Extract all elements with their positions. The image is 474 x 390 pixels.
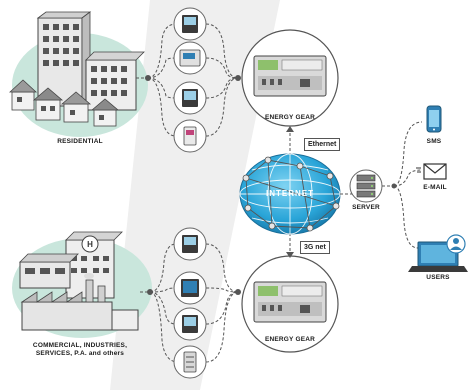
commercial-label-line2: SERVICES, P.A. and others <box>35 350 125 357</box>
user-avatar-icon <box>446 234 466 254</box>
meter-icon <box>173 227 207 261</box>
commercial-meter-links <box>140 243 239 363</box>
users-label: USERS <box>426 274 450 281</box>
arrow-down-icon <box>286 252 294 258</box>
server-icon <box>349 169 383 203</box>
envelope-icon <box>416 163 447 180</box>
energy-gear-bottom-label: ENERGY GEAR <box>264 336 316 343</box>
server-label: SERVER <box>352 204 380 211</box>
energy-gear-top-label: ENERGY GEAR <box>264 114 316 121</box>
meter-icon <box>173 119 207 153</box>
meter-icon <box>173 307 207 341</box>
commercial-buildings-illustration: H <box>12 231 152 338</box>
meter-icon <box>173 41 207 75</box>
meter-icon <box>173 7 207 41</box>
meter-icon <box>173 345 207 379</box>
email-label: E-MAIL <box>423 184 447 191</box>
residential-meter-links <box>136 23 239 137</box>
svg-text:H: H <box>87 240 93 249</box>
residential-buildings-illustration <box>8 11 148 137</box>
commercial-meters <box>173 227 207 379</box>
energy-gear-bottom-device <box>241 255 339 353</box>
ethernet-tag: Ethernet <box>304 138 341 151</box>
laptop-icon <box>408 241 468 272</box>
phone-icon <box>426 105 442 133</box>
energy-gear-top-device <box>241 29 339 127</box>
residential-label: RESIDENTIAL <box>57 138 103 145</box>
commercial-label-line1: COMMERCIAL, INDUSTRIES, <box>32 342 128 349</box>
arrow-up-icon <box>286 126 294 132</box>
net-3g-tag: 3G net <box>300 241 330 254</box>
residential-meters <box>173 7 207 153</box>
internet-label: INTERNET <box>266 189 314 198</box>
sms-label: SMS <box>426 138 442 145</box>
meter-icon <box>173 81 207 115</box>
meter-icon <box>173 271 207 305</box>
internet-globe-icon <box>239 153 341 235</box>
